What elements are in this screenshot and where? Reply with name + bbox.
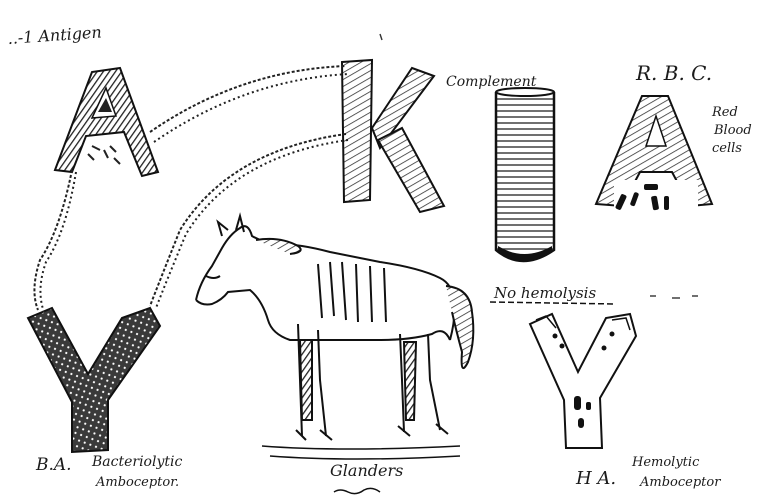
- rbc-side-label-1: Red: [711, 105, 738, 120]
- rbc-side-label-2: Blood: [713, 123, 752, 138]
- complement-k-shape: [342, 60, 444, 212]
- antigen-speckles: [88, 146, 120, 164]
- rbc-side-label-3: cells: [712, 141, 742, 156]
- ba-abbrev-label: B.A.: [35, 455, 72, 475]
- rbc-title: R. B. C.: [635, 61, 712, 85]
- horse-illustration: [196, 216, 473, 459]
- glanders-label: Glanders: [330, 461, 403, 480]
- bacteriolytic-y-shape: [28, 308, 160, 452]
- complement-label: Complement: [446, 74, 537, 90]
- test-tube: [496, 88, 554, 261]
- antigen-a-shape: [55, 68, 158, 176]
- no-hemolysis-label: No hemolysis: [493, 284, 596, 302]
- antigen-label: ..-1 Antigen: [7, 22, 102, 48]
- hemolytic-y-shape: [530, 314, 636, 448]
- ha-line1-label: Hemolytic: [631, 455, 700, 470]
- ba-line2-label: Amboceptor.: [95, 475, 179, 490]
- glanders-underline: [334, 488, 380, 493]
- ba-line1-label: Bacteriolytic: [91, 454, 182, 470]
- ha-abbrev-label: H A.: [575, 468, 616, 489]
- rbc-a-shape: [596, 96, 712, 211]
- ha-line2-label: Amboceptor: [639, 475, 721, 490]
- no-hemolysis-underline: [490, 302, 616, 304]
